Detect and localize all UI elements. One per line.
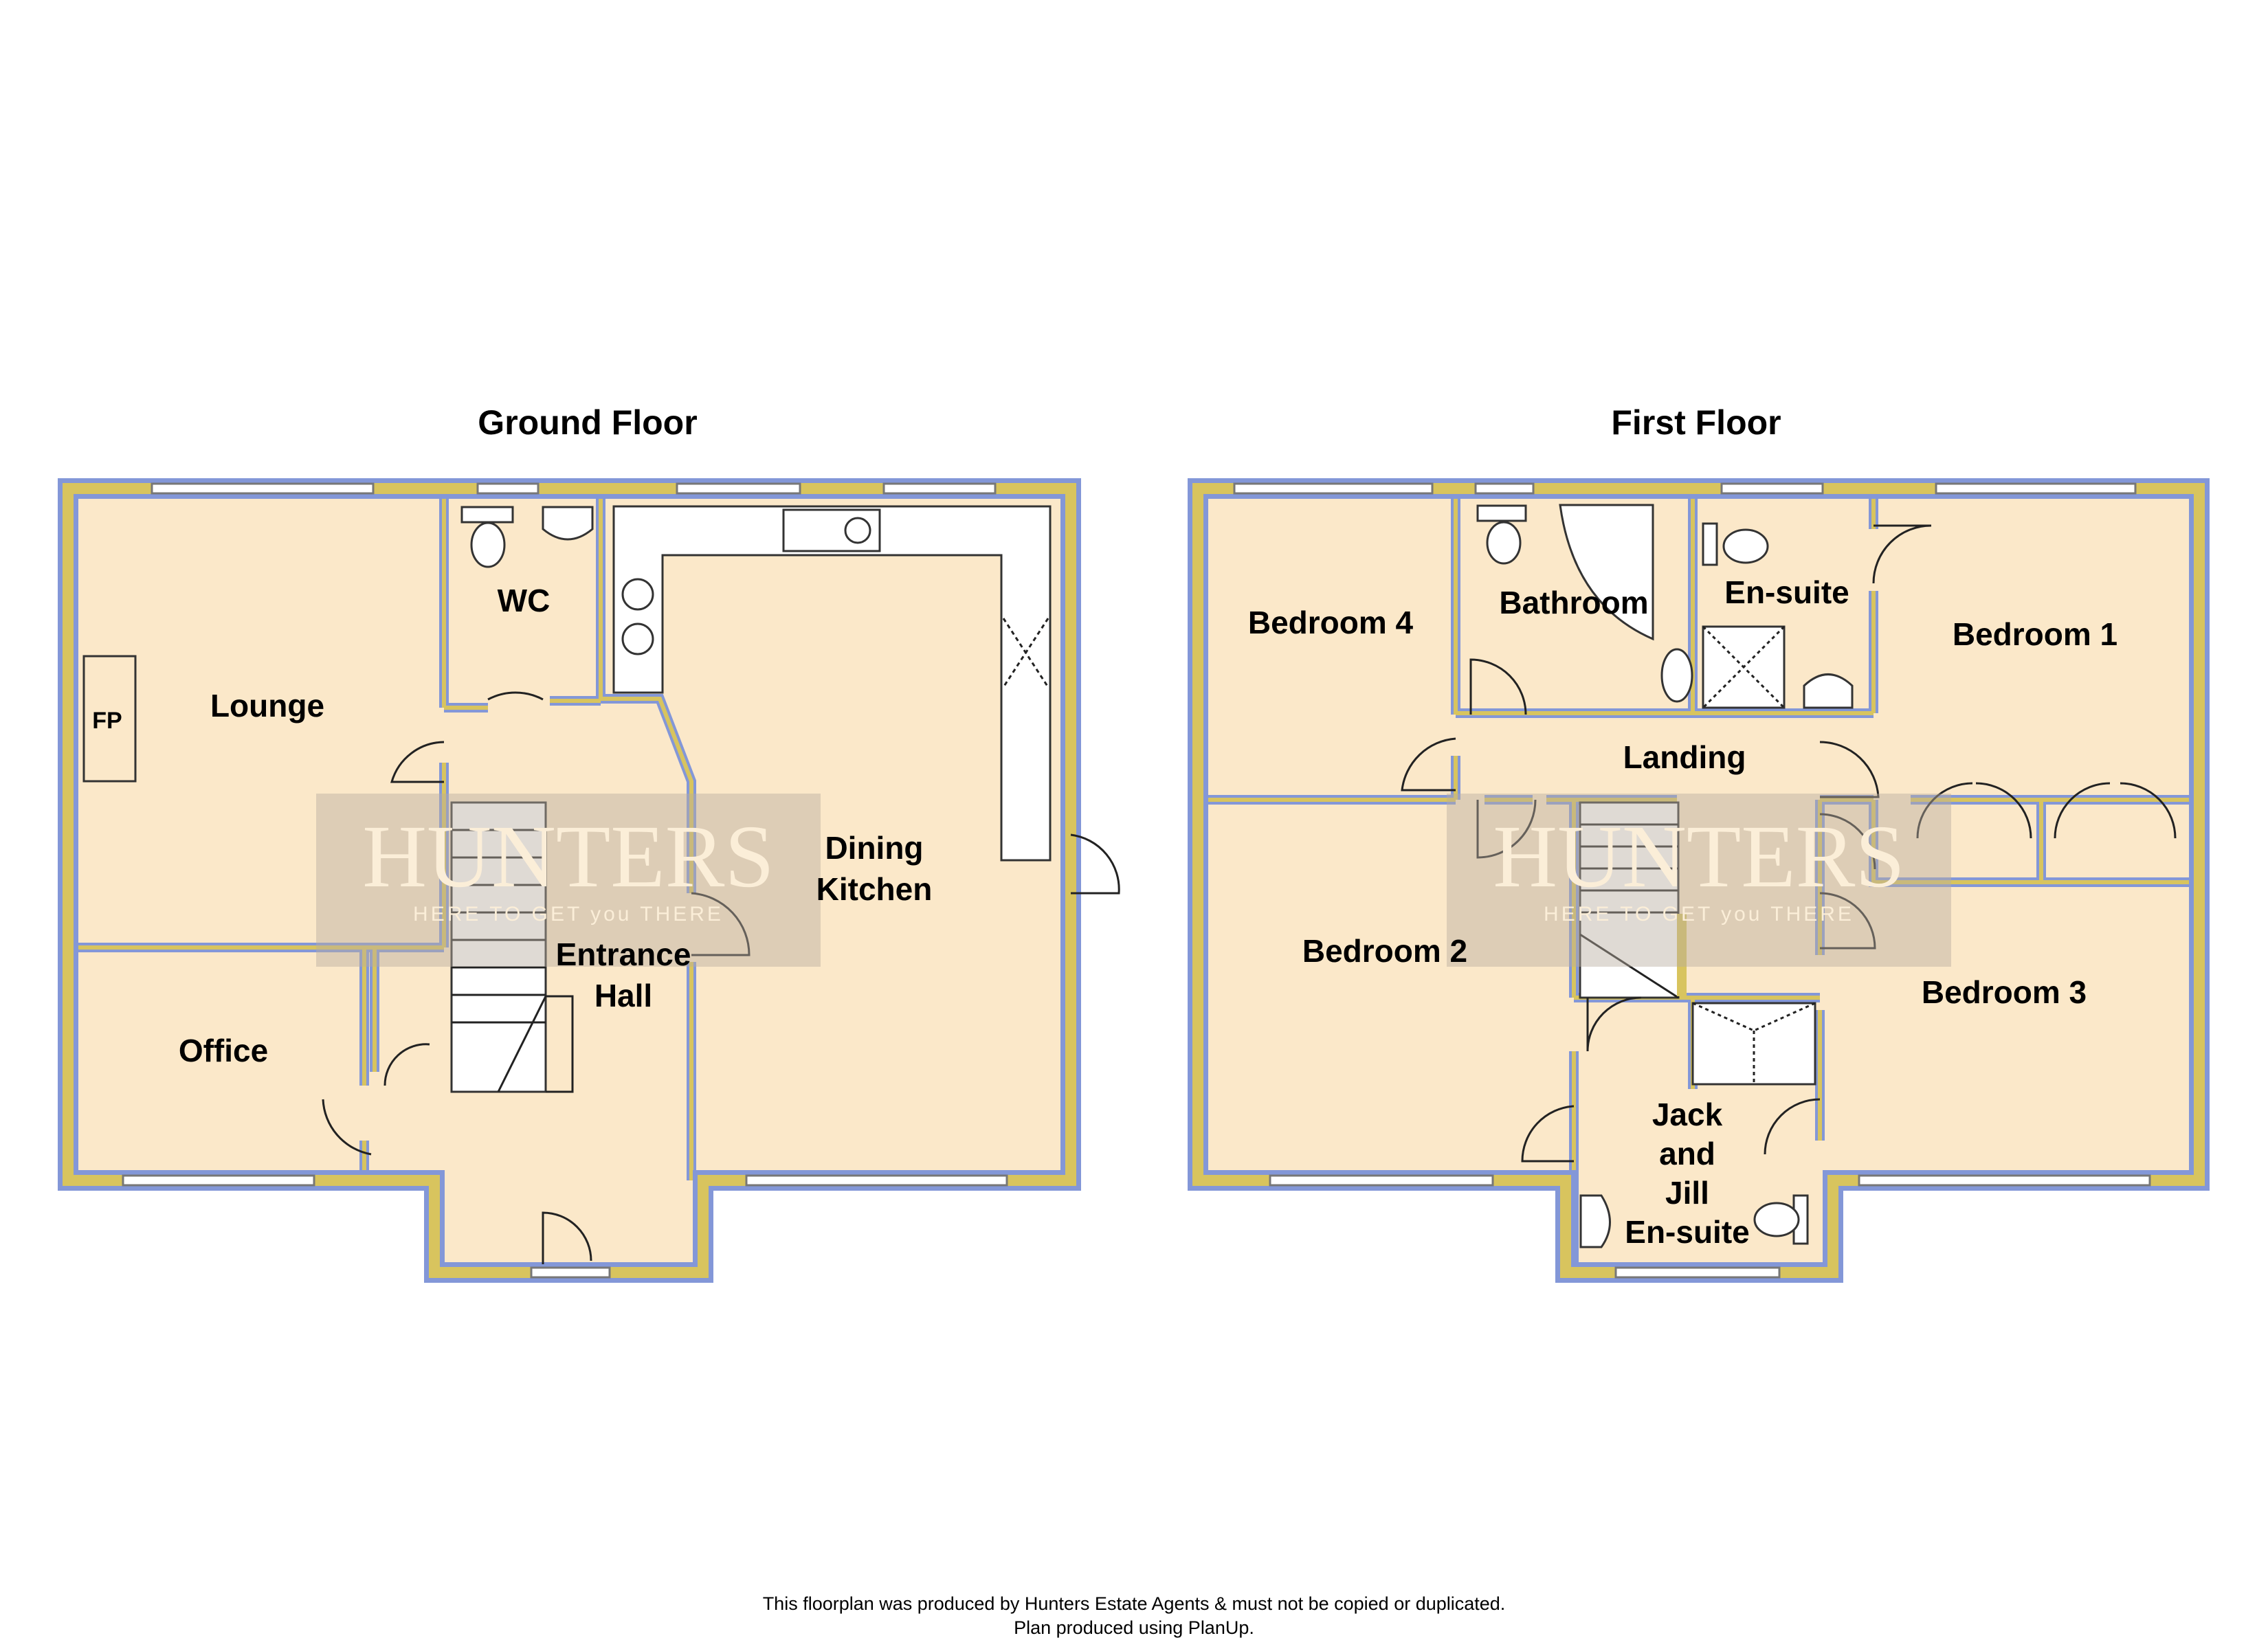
watermark-tagline: HERE TO GET you THERE <box>1544 903 1854 926</box>
room-label-bathroom: Bathroom <box>1499 585 1648 620</box>
ground-floor-doors[interactable] <box>322 691 1120 1264</box>
room-label-fireplace: FP <box>92 708 122 734</box>
room-label-hall: Hall <box>594 978 652 1013</box>
watermark-brand: HUNTERS <box>362 807 774 906</box>
wardrobes[interactable] <box>1916 782 2177 839</box>
ground-floor-area <box>68 489 1071 1272</box>
first-floor-title: First Floor <box>1611 403 1781 442</box>
ground-floor-windows <box>122 482 1008 1279</box>
first-floor-doors[interactable] <box>1401 524 1932 1163</box>
first-floor-plan: First Floor <box>1188 403 2210 1283</box>
room-label-landing: Landing <box>1623 739 1746 775</box>
ground-floor-interior-walls <box>68 489 696 1180</box>
footer-planup: Plan produced using PlanUp. <box>1014 1617 1254 1638</box>
first-floor-windows <box>1233 482 2151 1279</box>
room-label-jack: Jack <box>1652 1097 1723 1132</box>
jack-and-jill-fixtures <box>1579 1002 1816 1248</box>
room-label-bedroom3: Bedroom 3 <box>1922 974 2087 1010</box>
room-label-lounge: Lounge <box>210 688 324 723</box>
room-label-office: Office <box>179 1033 268 1068</box>
first-floor-watermark: HUNTERS HERE TO GET you THERE <box>1447 794 1951 967</box>
first-floor-area <box>1198 489 2199 1272</box>
ground-floor-watermark: HUNTERS HERE TO GET you THERE <box>316 794 821 967</box>
ground-floor-title: Ground Floor <box>478 403 697 442</box>
room-label-jill: Jill <box>1665 1175 1709 1211</box>
fireplace <box>82 655 137 783</box>
footer-disclaimer: This floorplan was produced by Hunters E… <box>763 1593 1506 1614</box>
wc-fixtures <box>460 506 594 568</box>
ground-floor-stairs[interactable] <box>450 801 574 1093</box>
kitchen-units <box>612 505 1052 862</box>
watermark-brand: HUNTERS <box>1493 807 1904 906</box>
room-label-ensuite-jj: En-suite <box>1625 1214 1749 1250</box>
room-label-and: and <box>1659 1136 1715 1171</box>
room-label-dining: Dining <box>825 830 923 866</box>
room-label-bedroom2: Bedroom 2 <box>1302 933 1467 969</box>
watermark-tagline: HERE TO GET you THERE <box>413 903 724 926</box>
first-floor-stairs[interactable] <box>1579 801 1687 999</box>
ground-floor-plan: Ground Floor <box>58 403 1120 1283</box>
bathroom-fixtures <box>1476 504 1854 709</box>
room-label-bedroom4: Bedroom 4 <box>1248 605 1414 640</box>
room-label-ensuite: En-suite <box>1724 574 1849 610</box>
room-label-bedroom1: Bedroom 1 <box>1953 616 2117 652</box>
room-label-wc: WC <box>498 583 551 618</box>
room-label-entrance: Entrance <box>556 936 691 972</box>
room-label-kitchen: Kitchen <box>816 871 933 907</box>
